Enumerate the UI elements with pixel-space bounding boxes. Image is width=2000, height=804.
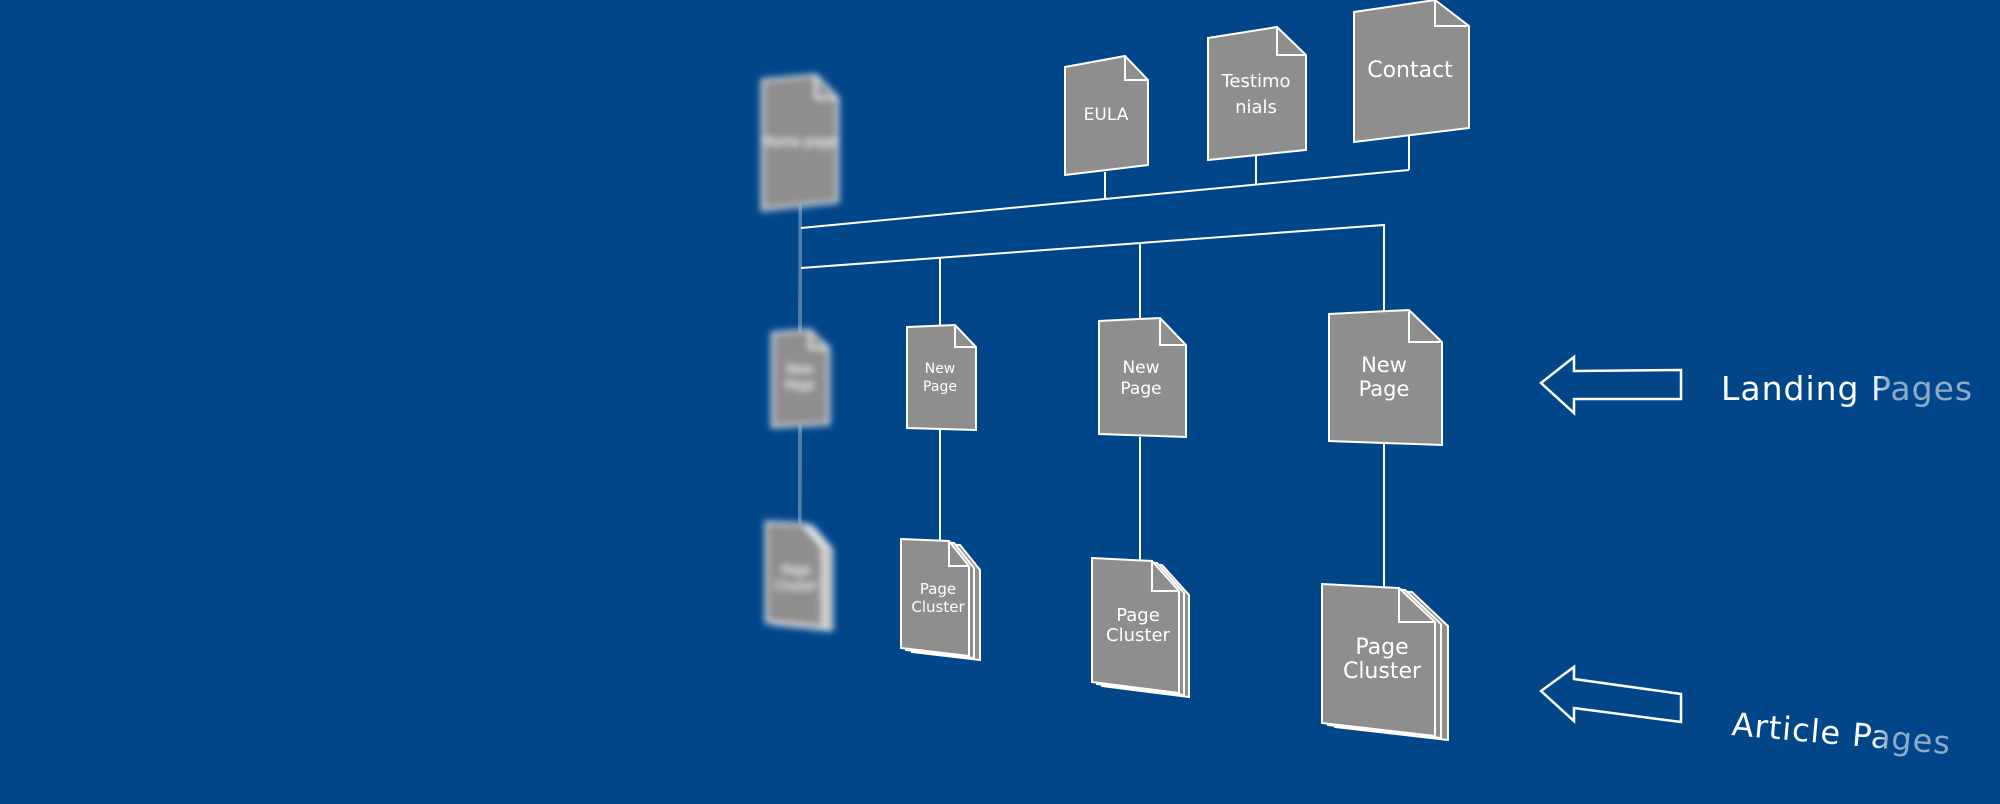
contact-node: Contact bbox=[1353, 0, 1470, 144]
landing-page-3-label-line1: New bbox=[1122, 358, 1159, 378]
page-fold-icon bbox=[815, 75, 838, 99]
landing-page-4-label-line2: Page bbox=[1359, 377, 1410, 401]
page-icon bbox=[1328, 308, 1443, 447]
right-edge-haze-2 bbox=[1880, 700, 2000, 780]
article-cluster-2-label-line1: Page bbox=[920, 580, 956, 598]
page-icon bbox=[1207, 25, 1307, 162]
page-icon bbox=[1098, 316, 1187, 439]
left-arrow-icon bbox=[1539, 354, 1683, 416]
contact-label: Contact bbox=[1367, 58, 1453, 83]
article-cluster-4-label-line2: Cluster bbox=[1343, 659, 1422, 684]
landing-page-node-1: New Page bbox=[771, 328, 830, 429]
page-icon bbox=[771, 328, 830, 429]
article-cluster-node-4: Page Cluster bbox=[1321, 582, 1449, 742]
testimonials-label-line2: nials bbox=[1235, 97, 1277, 118]
page-fold-icon bbox=[809, 330, 829, 349]
landing-page-4-label-line1: New bbox=[1361, 353, 1407, 377]
page-cluster-icon bbox=[900, 537, 970, 658]
eula-label: EULA bbox=[1084, 105, 1129, 125]
connector-landing-bus bbox=[800, 223, 1385, 313]
testimonials-node: Testimo nials bbox=[1207, 25, 1307, 162]
page-cluster-icon bbox=[765, 520, 824, 630]
connector-lines-blurred bbox=[798, 205, 802, 525]
left-arrow-icon bbox=[1539, 664, 1683, 724]
landing-page-node-4: New Page bbox=[1328, 308, 1443, 447]
home-page-label: Home page bbox=[763, 135, 838, 150]
page-fold-icon bbox=[1434, 0, 1469, 27]
page-fold-icon bbox=[1159, 318, 1186, 346]
landing-page-1-label-line1: New bbox=[787, 362, 813, 376]
landing-page-node-2: New Page bbox=[906, 323, 977, 432]
home-page-node: Home page bbox=[761, 73, 839, 212]
article-cluster-1-label-line1: Page bbox=[781, 563, 810, 577]
page-icon bbox=[1064, 54, 1149, 177]
page-fold-icon bbox=[954, 325, 976, 348]
landing-page-node-3: New Page bbox=[1098, 316, 1187, 439]
connector-lines bbox=[800, 135, 1410, 588]
page-icon bbox=[906, 323, 977, 432]
landing-page-2-label-line1: New bbox=[925, 361, 956, 377]
article-cluster-3-label-line1: Page bbox=[1116, 605, 1160, 626]
landing-page-3-label-line2: Page bbox=[1120, 379, 1161, 399]
article-cluster-node-2: Page Cluster bbox=[900, 537, 981, 662]
landing-page-2-label-line2: Page bbox=[923, 379, 957, 395]
page-fold-icon bbox=[1124, 56, 1148, 81]
connector-landing-1 bbox=[799, 267, 802, 334]
right-edge-haze bbox=[1880, 350, 2000, 430]
page-icon bbox=[761, 73, 839, 212]
testimonials-label-line1: Testimo bbox=[1221, 71, 1291, 92]
article-cluster-3-label-line2: Cluster bbox=[1106, 625, 1170, 646]
page-fold-icon bbox=[1408, 310, 1442, 343]
page-fold-icon bbox=[1276, 27, 1306, 56]
article-cluster-2-label-line2: Cluster bbox=[911, 598, 965, 616]
article-cluster-node-3: Page Cluster bbox=[1091, 556, 1190, 699]
article-cluster-4-label-line1: Page bbox=[1355, 635, 1408, 660]
landing-page-1-label-line2: Page bbox=[785, 378, 814, 392]
article-cluster-node-1: Page Cluster bbox=[765, 520, 833, 632]
article-cluster-1-label-line2: Cluster bbox=[775, 579, 818, 593]
eula-node: EULA bbox=[1064, 54, 1149, 177]
connector-article-1 bbox=[798, 424, 801, 525]
page-icon bbox=[1353, 0, 1470, 144]
